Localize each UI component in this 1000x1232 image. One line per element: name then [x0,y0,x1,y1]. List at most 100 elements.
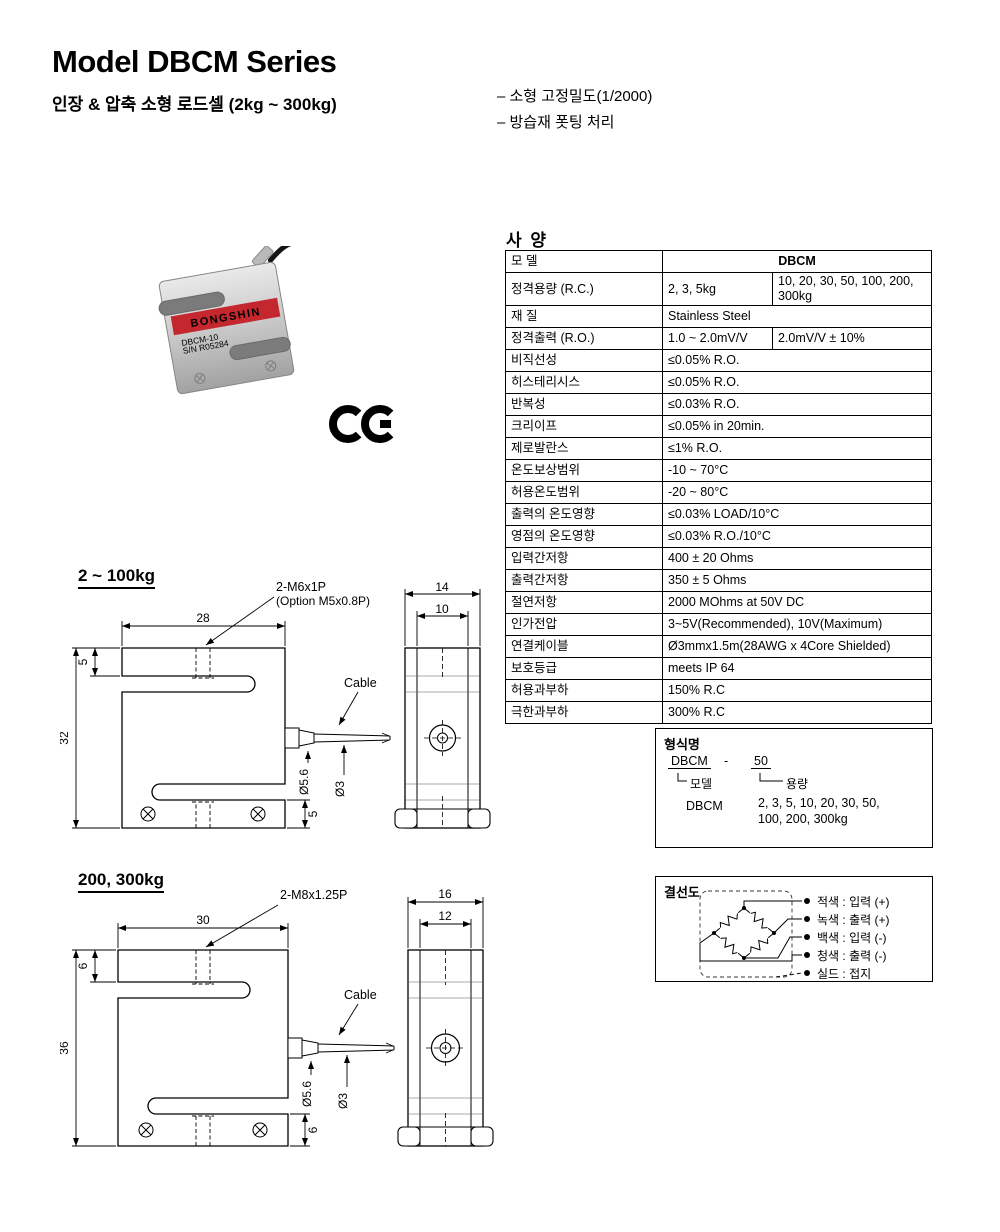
shield-outline [699,890,793,978]
dia-cable-label: Ø3 [333,781,347,797]
spec-value: 150% R.C [662,679,932,702]
spec-value: 2000 MOhms at 50V DC [662,591,932,614]
spec-value: ≤0.05% in 20min. [662,415,932,438]
spec-row: 비직선성≤0.05% R.O. [505,349,932,372]
spec-row: 히스테리시스≤0.05% R.O. [505,371,932,394]
spec-value: Stainless Steel [662,305,932,328]
model-code-series-value: DBCM [686,799,723,813]
spec-value: ≤0.05% R.O. [662,371,932,394]
wire-bullet-icon [804,898,810,904]
model-code-capacity-values: 2, 3, 5, 10, 20, 30, 50, [758,796,880,810]
dim-side-outer-label: 14 [435,580,449,594]
spec-label: 히스테리시스 [505,371,663,394]
page-subtitle: 인장 & 압축 소형 로드셀 (2kg ~ 300kg) [52,95,337,114]
spec-label: 크리이프 [505,415,663,438]
wire-label: 녹색 : 출력 (+) [817,912,890,927]
wiring-box: 결선도 적색 : 입력 (+) 녹색 : 출력 (+) 백색 : 입력 (-) … [655,876,933,982]
dim-side-inner-label: 12 [438,909,452,923]
wire-entry: 녹색 : 출력 (+) [804,910,890,928]
dimension-lines [72,897,484,1147]
feature-item: – 방습재 폿팅 처리 [497,114,615,131]
spec-value: 400 ± 20 Ohms [662,547,932,570]
spec-value: -20 ~ 80°C [662,481,932,504]
dim-width-label: 28 [196,611,210,625]
model-code-capacity-label: 용량 [786,777,809,791]
dimension-lines [72,589,481,829]
spec-row: 반복성≤0.03% R.O. [505,393,932,416]
spec-label: 허용과부하 [505,679,663,702]
dim-bottom-label: 6 [306,1126,320,1133]
bridge-circuit [699,900,803,978]
spec-label: 출력의 온도영향 [505,503,663,526]
spec-value: meets IP 64 [662,657,932,680]
spec-label: 온도보상범위 [505,459,663,482]
spec-value: DBCM [662,250,932,273]
thread-label: 2-M8x1.25P [280,888,347,902]
wire-label: 청색 : 출력 (-) [817,948,887,963]
side-view [397,949,494,1147]
model-code-title: 형식명 [664,737,700,752]
spec-value: 2.0mV/V ± 10% [772,327,932,350]
cable-gland [284,727,391,749]
wire-bullet-icon [804,916,810,922]
cable-gland [287,1037,395,1059]
spec-row: 출력의 온도영향≤0.03% LOAD/10°C [505,503,932,526]
spec-label: 보호등급 [505,657,663,680]
wire-label: 백색 : 입력 (-) [817,930,887,945]
drawing-large: 2-M8x1.25P 30 16 12 6 36 6 Cable Ø5.6 Ø3 [60,887,494,1147]
spec-label: 비직선성 [505,349,663,372]
spec-label: 출력간저항 [505,569,663,592]
model-code-capacity-values: 100, 200, 300kg [758,812,848,826]
bridge-nodes [712,906,776,960]
side-view [394,647,491,829]
screw-icon [140,806,266,822]
thread-hole-hidden-lines [192,950,214,1146]
spec-value: -10 ~ 70°C [662,459,932,482]
spec-value: ≤0.03% LOAD/10°C [662,503,932,526]
wire-bullet-icon [804,934,810,940]
lower-slot [229,336,291,361]
feature-item: – 소형 고정밀도(1/2000) [497,88,653,105]
spec-value: 2, 3, 5kg [662,272,773,306]
thread-option-label: (Option M5x0.8P) [276,594,370,608]
drawing-large-title: 200, 300kg [78,870,165,893]
spec-label: 절연저항 [505,591,663,614]
dim-height-label: 32 [60,731,71,745]
spec-label: 모 델 [505,250,663,273]
thread-hole-hidden-lines [192,648,214,828]
screw-icon [138,1122,268,1138]
product-photo: BONGSHIN DBCM-10 S/N R05284 [158,246,303,395]
model-code-dash: - [724,754,729,768]
spec-section-title: 사 양 [506,231,549,250]
spec-label: 인가전압 [505,613,663,636]
spec-label: 허용온도범위 [505,481,663,504]
spec-value: 300% R.C [662,701,932,724]
dim-bottom-label: 5 [306,810,320,817]
ce-mark-icon [329,405,394,443]
thread-label: 2-M6x1P [276,580,326,594]
spec-label: 연결케이블 [505,635,663,658]
spec-value: ≤1% R.O. [662,437,932,460]
spec-value: ≤0.03% R.O./10°C [662,525,932,548]
dim-side-inner-label: 10 [435,602,449,616]
spec-value: 1.0 ~ 2.0mV/V [662,327,773,350]
model-code-connectors [677,773,783,782]
model-code-box: 형식명 DBCM - 50 모델 용량 DBCM 2, 3, 5, 10, 20… [655,728,933,848]
drawing-small-title: 2 ~ 100kg [78,566,156,589]
cable [267,246,303,263]
page-title: Model DBCM Series [52,44,337,79]
spec-value: ≤0.03% R.O. [662,393,932,416]
drawing-small: 2-M6x1P (Option M5x0.8P) 28 14 10 5 32 5… [60,580,491,829]
wire-bullet-icon [804,952,810,958]
load-cell-body: BONGSHIN DBCM-10 S/N R05284 [158,246,303,395]
spec-row: 크리이프≤0.05% in 20min. [505,415,932,438]
